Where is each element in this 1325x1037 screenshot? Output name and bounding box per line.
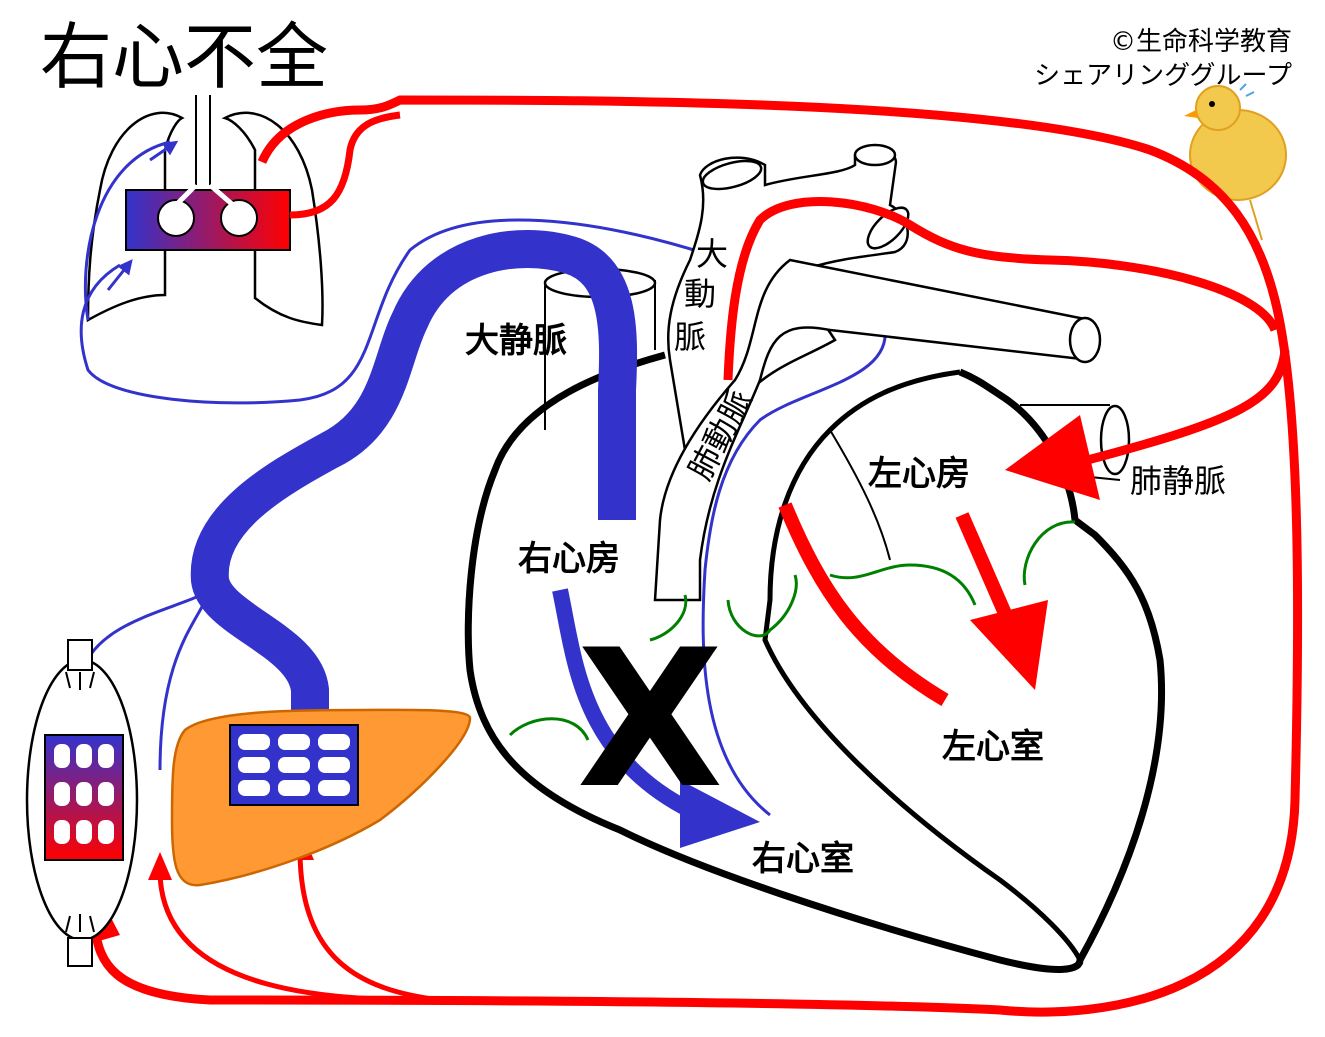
systemic-artery-loop [90, 95, 1303, 1017]
limb-icon [25, 639, 139, 967]
lungs-icon [86, 95, 324, 327]
pulmonary-artery-path [79, 140, 711, 405]
la-lv-arrow-head [970, 600, 1048, 690]
pulmonary-vein-arrow-head [1005, 415, 1100, 500]
vena-cava-vessel [190, 230, 638, 715]
aortic-arch-flow [723, 197, 1280, 381]
label-aorta-3: 脈 [674, 318, 706, 356]
abdominal-vein [158, 589, 212, 771]
abdomen-artery-arrow-head [148, 852, 172, 880]
page-title: 右心不全 [40, 15, 328, 99]
copyright-line-1: ©生命科学教育 [1110, 27, 1292, 57]
lv-outflow-flow [778, 502, 949, 707]
label-right-atrium: 右心房 [518, 539, 620, 579]
valves [508, 520, 1076, 741]
ra-rv-arrow-head [680, 780, 760, 848]
ra-rv-flow-arrow [552, 588, 704, 823]
label-left-ventricle: 左心室 [942, 727, 1044, 767]
copyright-line-2: シェアリンググループ [1034, 61, 1292, 91]
label-aorta-2: 動 [684, 275, 716, 313]
liver-icon [170, 708, 472, 887]
label-right-ventricle: 右心室 [752, 839, 854, 879]
label-aorta-1: 大 [696, 235, 728, 273]
chick-icon [1184, 83, 1287, 241]
failure-mark: X [577, 609, 724, 830]
label-vena-cava: 大静脈 [465, 321, 567, 361]
label-pulmonary-vein: 肺静脈 [1130, 462, 1226, 500]
label-left-atrium: 左心房 [868, 454, 970, 494]
pulmonary-vein-loop [289, 111, 401, 219]
